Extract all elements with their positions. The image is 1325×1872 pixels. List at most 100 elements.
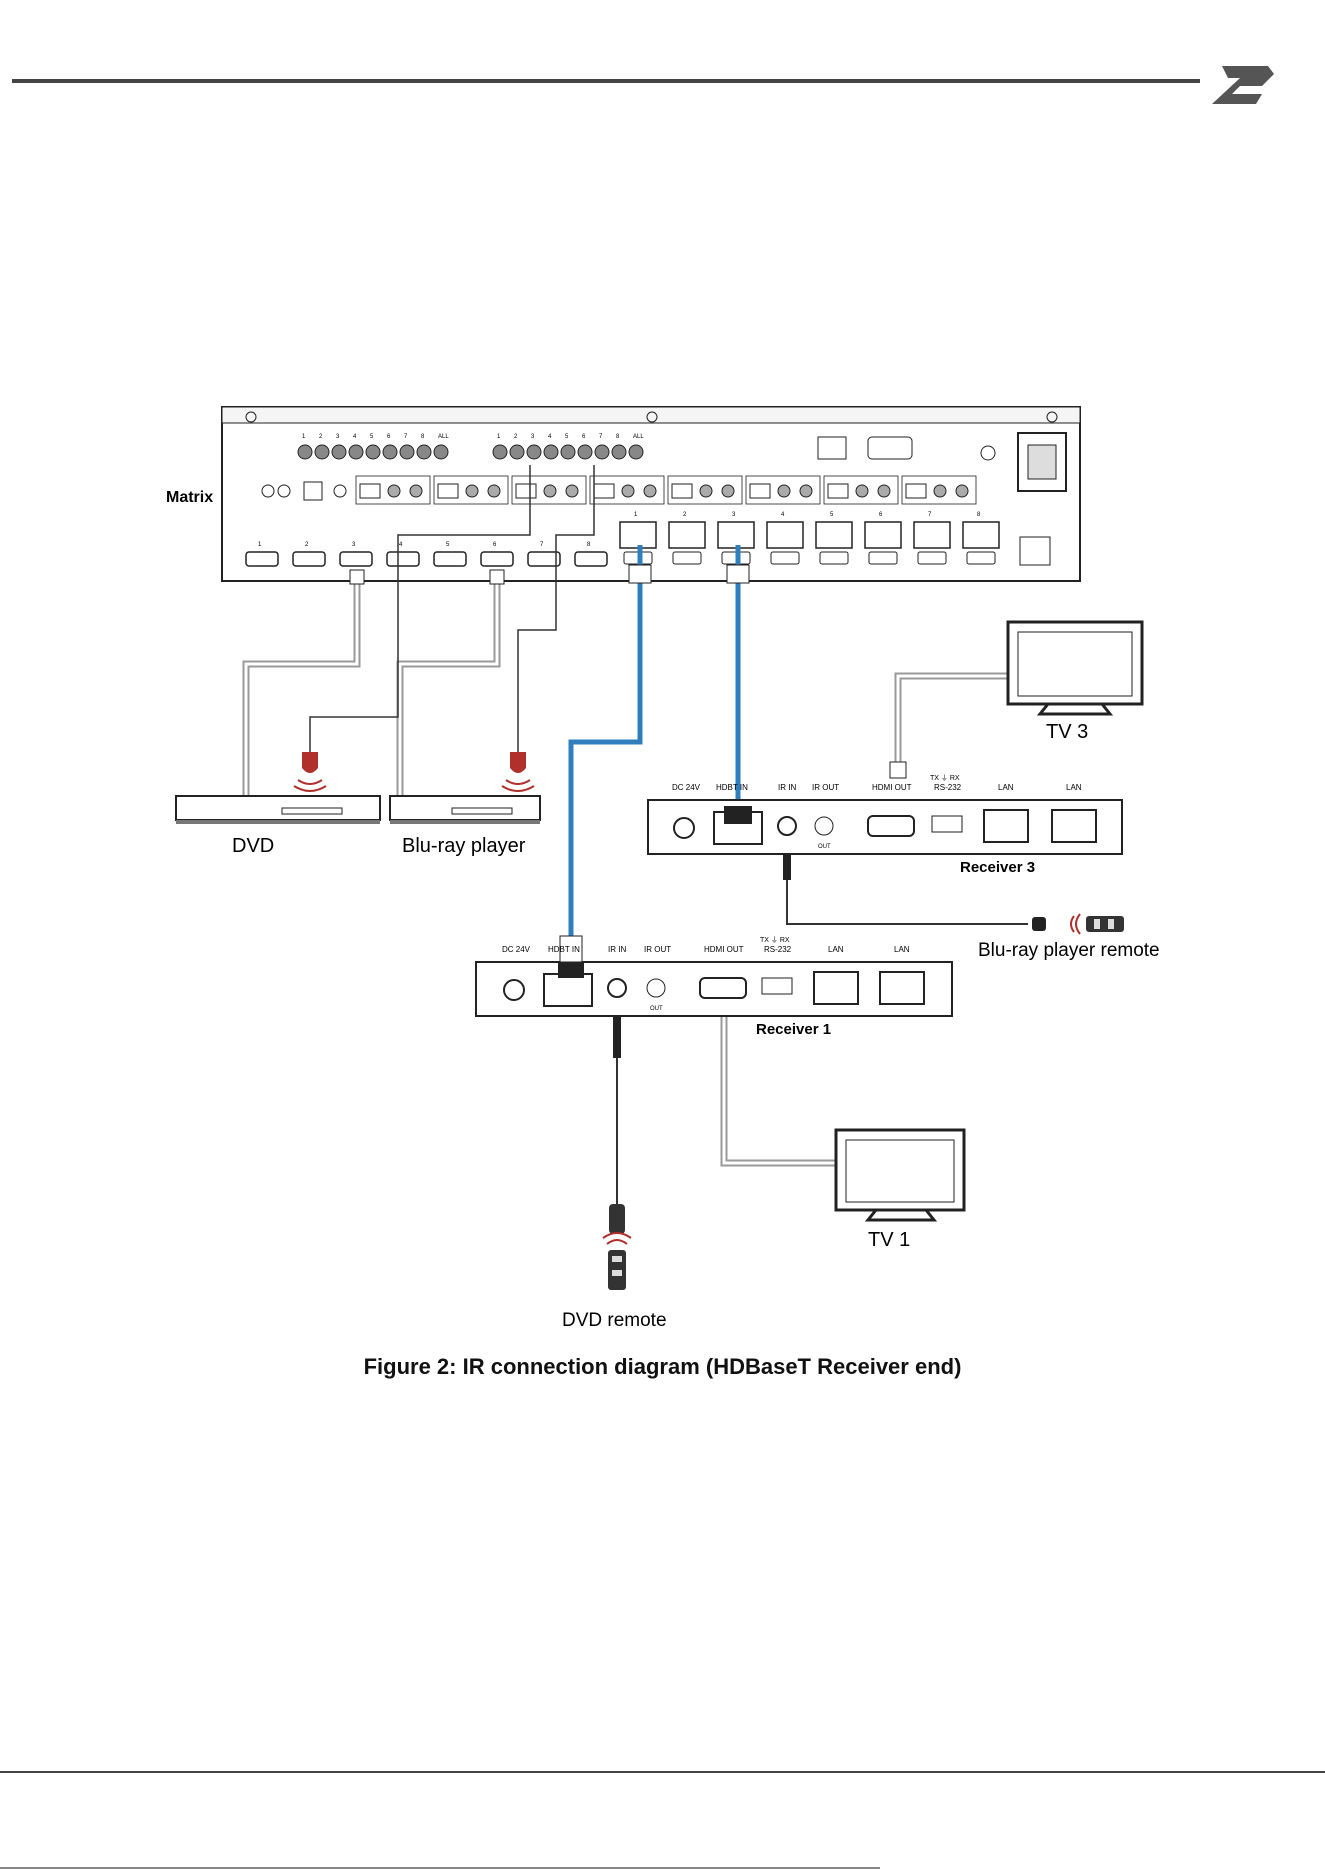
bluray-hdmi-cable bbox=[396, 577, 501, 810]
figure-caption: Figure 2: IR connection diagram (HDBaseT… bbox=[363, 1354, 962, 1379]
audio-jack bbox=[565, 484, 579, 498]
dvd-remote-label: DVD remote bbox=[562, 1310, 667, 1331]
rs232-terminal bbox=[437, 483, 459, 499]
r1-dc-label: DC 24V bbox=[502, 945, 531, 954]
matrix-ir-in-jack bbox=[594, 444, 610, 460]
audio-jack bbox=[543, 484, 557, 498]
dvd-hdmi-cable bbox=[242, 577, 361, 810]
audio-jack bbox=[855, 484, 869, 498]
audio-block bbox=[589, 475, 665, 505]
hdmi-input-port bbox=[480, 551, 514, 567]
bluray-ir-emitter-wire bbox=[517, 465, 595, 752]
bluray-ir-emitter-icon bbox=[501, 752, 535, 792]
hdbt-port-num: 3 bbox=[732, 512, 736, 518]
matrix-ir-in-num: 6 bbox=[582, 434, 586, 440]
hdmi-input-port bbox=[386, 551, 420, 567]
matrix-ir-in-jack bbox=[611, 444, 627, 460]
r3-irout-label: IR OUT bbox=[812, 783, 839, 792]
rs232-terminal bbox=[671, 483, 693, 499]
audio-block bbox=[823, 475, 899, 505]
audio-jack bbox=[777, 484, 791, 498]
rs232-terminal bbox=[515, 483, 537, 499]
r3-rs232-top-label: TX ⏚ RX bbox=[930, 774, 960, 782]
matrix-ir-in-num: 3 bbox=[531, 434, 535, 440]
matrix-ir-in-jack bbox=[526, 444, 542, 460]
hdmi-input-num: 1 bbox=[258, 542, 262, 548]
audio-block bbox=[745, 475, 821, 505]
hdbt-port-num: 6 bbox=[879, 512, 883, 518]
tv3-hdmi-cable bbox=[894, 672, 1010, 770]
matrix-ir-out-num: 3 bbox=[336, 434, 340, 440]
rs232-terminal bbox=[359, 483, 381, 499]
audio-jack bbox=[955, 484, 969, 498]
receiver-1-unit bbox=[475, 935, 953, 1017]
audio-jack bbox=[721, 484, 735, 498]
matrix-audio-row bbox=[261, 475, 977, 505]
hdmi-input-port bbox=[339, 551, 373, 567]
hdmi-input-port bbox=[292, 551, 326, 567]
hdbt-port-num: 1 bbox=[634, 512, 638, 518]
hdbt-port bbox=[962, 521, 1000, 549]
matrix-ir-out-jack bbox=[399, 444, 415, 460]
hdbaset-cable-receiver-1 bbox=[568, 545, 643, 940]
matrix-ir-out-jack bbox=[297, 444, 313, 460]
hdbt-hdmi-port bbox=[966, 551, 996, 565]
audio-jack bbox=[877, 484, 891, 498]
matrix-ir-in-num: 8 bbox=[616, 434, 620, 440]
matrix-ir-out-num: 5 bbox=[370, 434, 374, 440]
dvd-ir-emitter-icon bbox=[293, 752, 327, 792]
hdbt-port bbox=[668, 521, 706, 549]
tv1-label: TV 1 bbox=[868, 1229, 910, 1251]
audio-jack bbox=[799, 484, 813, 498]
r1-irin-label: IR IN bbox=[608, 945, 626, 954]
matrix-ir-out-jack bbox=[433, 444, 449, 460]
audio-jack bbox=[933, 484, 947, 498]
receiver-3-unit bbox=[647, 799, 1123, 855]
hdmi-input-num: 3 bbox=[352, 542, 356, 548]
r3-hdmi-label: HDMI OUT bbox=[872, 783, 912, 792]
hdbt-port bbox=[913, 521, 951, 549]
dvd-label: DVD bbox=[232, 835, 274, 857]
audio-jack bbox=[387, 484, 401, 498]
audio-block bbox=[433, 475, 509, 505]
matrix-ir-in-jack bbox=[577, 444, 593, 460]
audio-block bbox=[355, 475, 431, 505]
r1-out-label: OUT bbox=[650, 1006, 663, 1012]
hdmi-input-port bbox=[245, 551, 279, 567]
audio-jack bbox=[261, 484, 275, 498]
hdbt-port-num: 7 bbox=[928, 512, 932, 518]
audio-jack bbox=[333, 484, 347, 498]
matrix-ir-in-jack bbox=[509, 444, 525, 460]
matrix-ir-out-num: 1 bbox=[302, 434, 306, 440]
audio-jack bbox=[487, 484, 501, 498]
audio-block bbox=[667, 475, 743, 505]
hdmi-input-port bbox=[527, 551, 561, 567]
bluray-remote-icon bbox=[1070, 913, 1124, 935]
matrix-ir-in-jack bbox=[543, 444, 559, 460]
hdbt-hdmi-port bbox=[819, 551, 849, 565]
hdbt-hdmi-port bbox=[868, 551, 898, 565]
matrix-ir-out-num: 7 bbox=[404, 434, 408, 440]
matrix-ir-in-num: 1 bbox=[497, 434, 501, 440]
matrix-ir-in-jack bbox=[560, 444, 576, 460]
r3-hdbt-label: HDBT IN bbox=[716, 783, 748, 792]
matrix-ir-in-jack bbox=[492, 444, 508, 460]
matrix-ir-out-num: 2 bbox=[319, 434, 323, 440]
r1-irout-label: IR OUT bbox=[644, 945, 671, 954]
r3-lan2-label: LAN bbox=[1066, 783, 1082, 792]
hdbt-port-num: 5 bbox=[830, 512, 834, 518]
matrix-ir-out-jack bbox=[416, 444, 432, 460]
r1-lan1-label: LAN bbox=[828, 945, 844, 954]
r3-lan1-label: LAN bbox=[998, 783, 1014, 792]
matrix-label: Matrix bbox=[166, 489, 213, 506]
r1-hdmi-label: HDMI OUT bbox=[704, 945, 744, 954]
rs232-terminal bbox=[749, 483, 771, 499]
tv1-icon bbox=[834, 1128, 966, 1222]
audio-jack bbox=[643, 484, 657, 498]
r1-rs232-label: RS-232 bbox=[764, 945, 792, 954]
r3-dc-label: DC 24V bbox=[672, 783, 701, 792]
